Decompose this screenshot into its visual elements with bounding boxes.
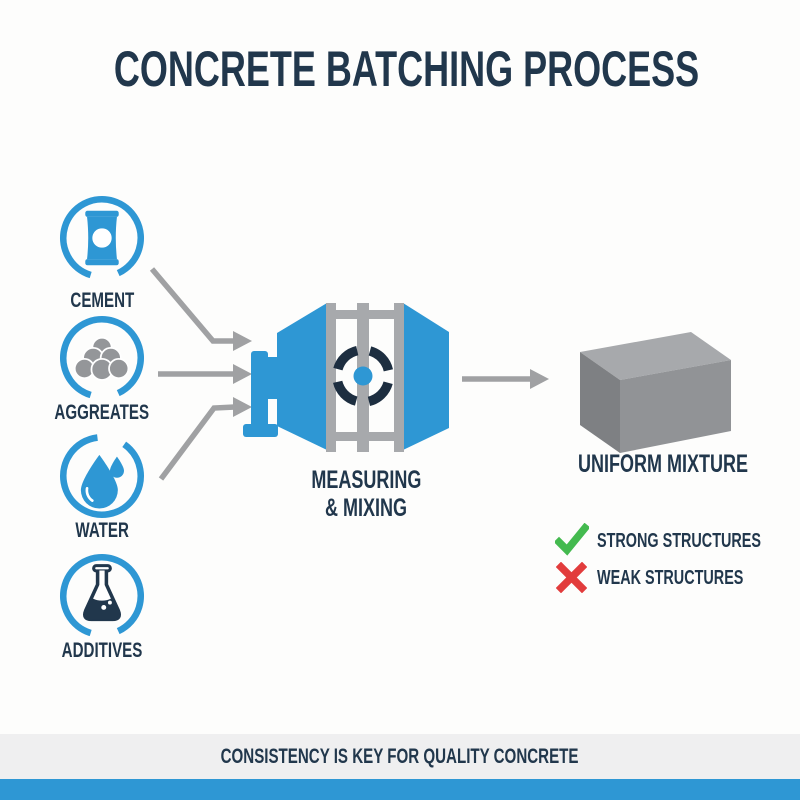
footer-band: CONSISTENCY IS KEY FOR QUALITY CONCRETE (0, 734, 800, 779)
cross-icon (556, 562, 587, 593)
outcome-label-strong: STRONG STRUCTURES (597, 530, 762, 552)
input-label-cement: CEMENT (70, 289, 134, 312)
concrete-block-icon (580, 332, 731, 453)
process-label: MEASURING & MIXING (310, 466, 421, 522)
aggregates-icon (59, 315, 145, 401)
concrete-mixer-icon (243, 303, 449, 452)
input-label-additives: ADDITIVES (61, 639, 143, 662)
outcome-label-weak: WEAK STRUCTURES (597, 567, 744, 589)
page-title: CONCRETE BATCHING PROCESS (113, 41, 700, 97)
water-drop-icon (59, 433, 145, 519)
output-label: UNIFORM MIXTURE (578, 450, 749, 478)
check-icon (555, 523, 589, 556)
bottom-accent-strip (0, 779, 800, 800)
cement-bag-icon (59, 195, 145, 281)
flask-icon (59, 553, 145, 639)
input-label-water: WATER (75, 519, 129, 542)
input-label-aggregates: AGGREATES (54, 401, 150, 424)
footer-text: CONSISTENCY IS KEY FOR QUALITY CONCRETE (221, 744, 579, 768)
